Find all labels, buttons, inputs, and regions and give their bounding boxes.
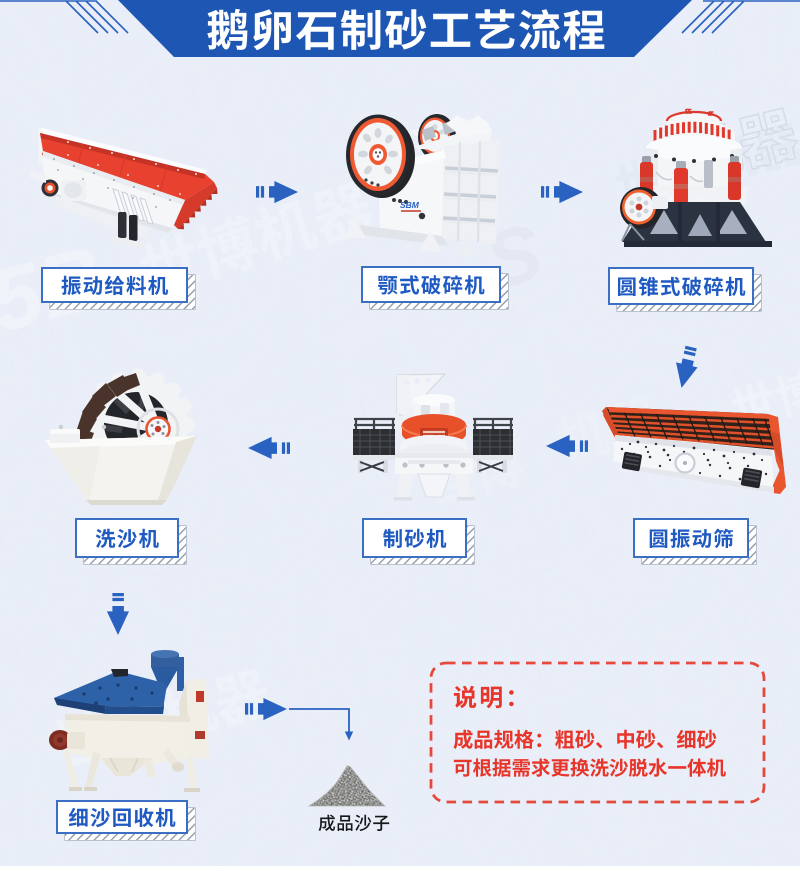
svg-text:SBM: SBM	[400, 200, 420, 210]
